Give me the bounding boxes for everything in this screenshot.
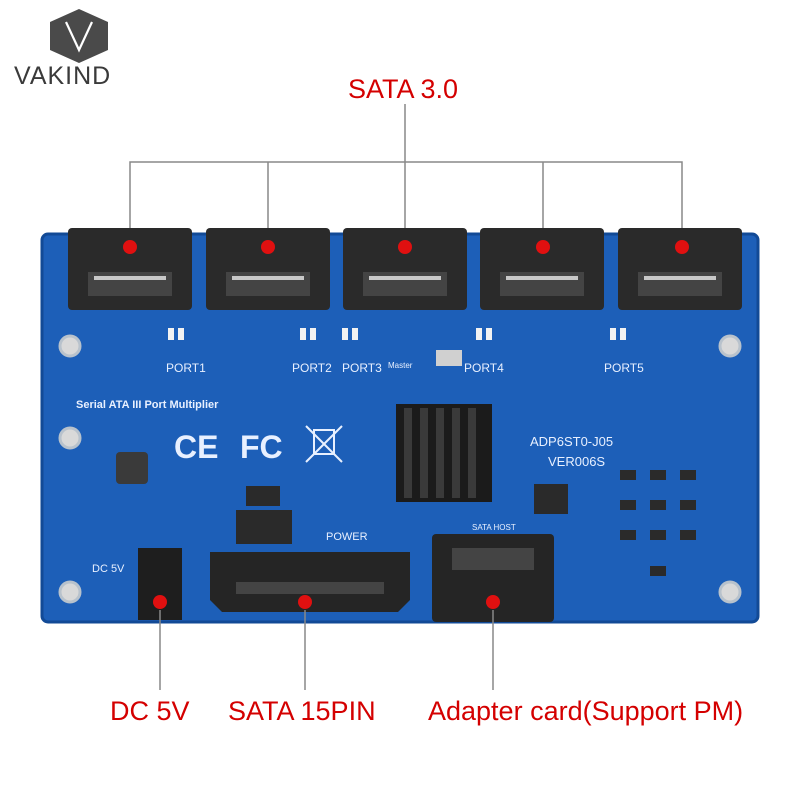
brand-name: VAKIND: [14, 62, 112, 90]
model-label: ADP6ST0-J05: [530, 434, 613, 449]
port2-label: PORT2: [292, 361, 332, 375]
sata-15pin-connector: [210, 552, 410, 612]
sata-connector-port4: [480, 228, 604, 310]
port4-label: PORT4: [464, 361, 504, 375]
sata-connector-port2: [206, 228, 330, 310]
port3-label: PORT3: [342, 361, 382, 375]
power-label: POWER: [326, 531, 368, 543]
weee-bin-icon: [305, 425, 343, 463]
callout-dc5v: DC 5V: [110, 696, 190, 726]
led-indicators: [168, 328, 626, 340]
sata-connectors-top: [68, 228, 742, 310]
dc-jack: [138, 548, 182, 620]
heatsink: [396, 404, 492, 502]
brand-logo: VAKIND: [14, 8, 144, 90]
version-label: VER006S: [548, 454, 605, 469]
crystal: [436, 350, 462, 366]
ce-mark: CE: [174, 429, 218, 465]
vakind-logo-icon: [50, 9, 108, 63]
sata-connector-port1: [68, 228, 192, 310]
callout-adapter-card: Adapter card(Support PM): [428, 696, 744, 726]
sata-connector-port5: [618, 228, 742, 310]
components: [116, 452, 696, 576]
callout-lines-bottom: [159, 610, 494, 690]
sata-host-label: SATA HOST: [472, 523, 516, 532]
mounting-holes: [58, 334, 742, 604]
dc5v-pcb-label: DC 5V: [92, 563, 125, 575]
fc-mark: FC: [240, 429, 283, 465]
callout-sata15pin: SATA 15PIN: [228, 696, 376, 726]
callout-lines-top: [129, 104, 683, 240]
connector-pins: [94, 276, 716, 280]
sata-connector-port3: [343, 228, 467, 310]
callout-sata3: SATA 3.0: [348, 74, 459, 104]
port1-label: PORT1: [166, 361, 206, 375]
board-title: Serial ATA III Port Multiplier: [76, 399, 219, 411]
master-label: Master: [388, 361, 413, 370]
port5-label: PORT5: [604, 361, 644, 375]
sata-host-connector: [432, 534, 554, 622]
